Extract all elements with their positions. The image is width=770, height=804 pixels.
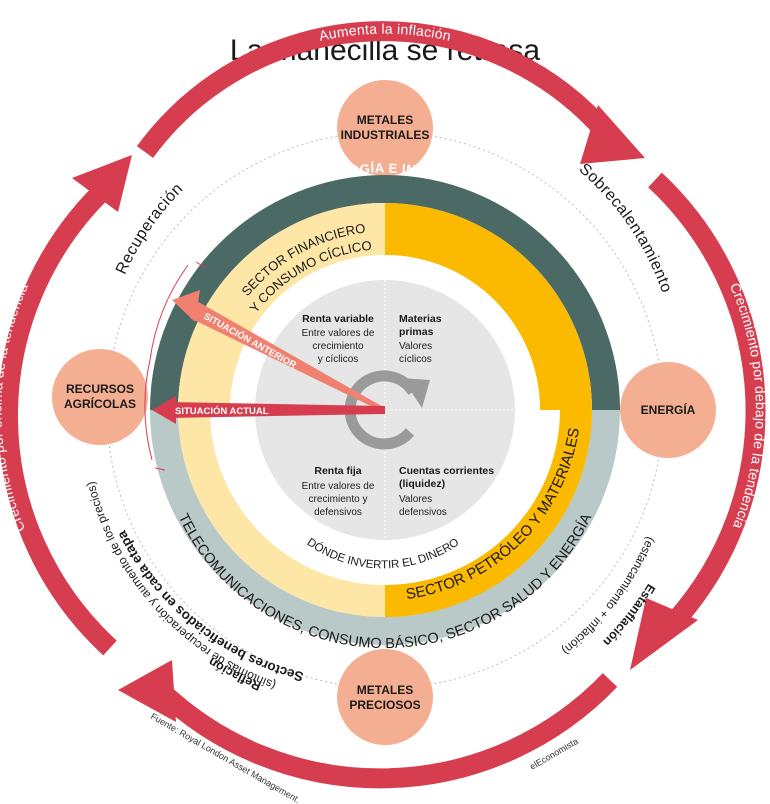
svg-text:Renta fija: Renta fija — [314, 465, 361, 477]
outer-sector-ring — [150, 175, 620, 645]
svg-text:SITUACIÓN ACTUAL: SITUACIÓN ACTUAL — [175, 405, 269, 417]
svg-text:Entre valores de: Entre valores de — [302, 328, 375, 339]
svg-text:y cíclicos: y cíclicos — [318, 354, 359, 365]
ring-tecnologia — [150, 175, 620, 410]
pointer-situacion-actual: SITUACIÓN ACTUAL — [152, 396, 385, 424]
svg-text:AGRÍCOLAS: AGRÍCOLAS — [64, 396, 136, 411]
svg-text:defensivos: defensivos — [314, 507, 362, 518]
bottom-arrow-head — [118, 660, 176, 722]
right-arrow-head — [630, 598, 698, 670]
svg-text:INDUSTRIALES: INDUSTRIALES — [341, 128, 430, 142]
bottom-arrow-shaft — [153, 673, 618, 789]
pointer-range-arcs — [144, 261, 207, 471]
commodity-metales-preciosos: METALES PRECIOSOS — [337, 649, 433, 745]
left-arrow-head — [72, 155, 132, 212]
svg-text:Valores: Valores — [399, 341, 432, 352]
commodity-metales-industriales: METALES INDUSTRIALES — [337, 80, 433, 176]
svg-text:METALES: METALES — [357, 113, 413, 127]
arrow-label-bottom: Disminuye la inflación — [316, 793, 458, 804]
svg-text:ENERGÍA: ENERGÍA — [641, 402, 696, 417]
quadrant-materias-primas: Materias primas Valores cíclicos — [399, 313, 442, 365]
ring-telecom — [150, 410, 620, 645]
svg-text:RECURSOS: RECURSOS — [66, 382, 134, 396]
quadrant-cuentas-corrientes: Cuentas corrientes (liquidez) Valores de… — [399, 465, 494, 518]
svg-text:PRECIOSOS: PRECIOSOS — [349, 698, 420, 712]
commodity-energia: ENERGÍA — [620, 362, 716, 458]
svg-text:Valores: Valores — [399, 494, 432, 505]
svg-text:(liquidez): (liquidez) — [399, 478, 445, 490]
phase-recuperacion: Recuperación — [113, 180, 187, 277]
svg-text:Renta variable: Renta variable — [302, 313, 374, 325]
svg-text:Cuentas corrientes: Cuentas corrientes — [399, 465, 494, 477]
svg-text:crecimiento: crecimiento — [312, 341, 364, 352]
svg-text:crecimiento y: crecimiento y — [309, 494, 368, 505]
outer-cycle-arrows — [0, 21, 766, 789]
svg-text:defensivos: defensivos — [399, 507, 447, 518]
svg-text:METALES: METALES — [357, 683, 413, 697]
commodity-recursos-agricolas: RECURSOS AGRÍCOLAS — [52, 349, 148, 445]
left-arrow-shaft — [0, 174, 119, 656]
svg-text:Materias: Materias — [399, 313, 442, 325]
svg-text:Entre valores de: Entre valores de — [302, 481, 375, 492]
quadrant-renta-variable: Renta variable Entre valores de crecimie… — [302, 313, 375, 365]
top-arrow-shaft — [136, 21, 620, 158]
top-arrow-head — [580, 105, 645, 164]
quadrant-renta-fija: Renta fija Entre valores de crecimiento … — [302, 465, 375, 518]
arrow-label-top: Aumenta la inflación — [317, 21, 452, 44]
right-arrow-shaft — [648, 172, 766, 627]
svg-text:primas: primas — [399, 326, 434, 338]
svg-text:cíclicos: cíclicos — [399, 354, 432, 365]
